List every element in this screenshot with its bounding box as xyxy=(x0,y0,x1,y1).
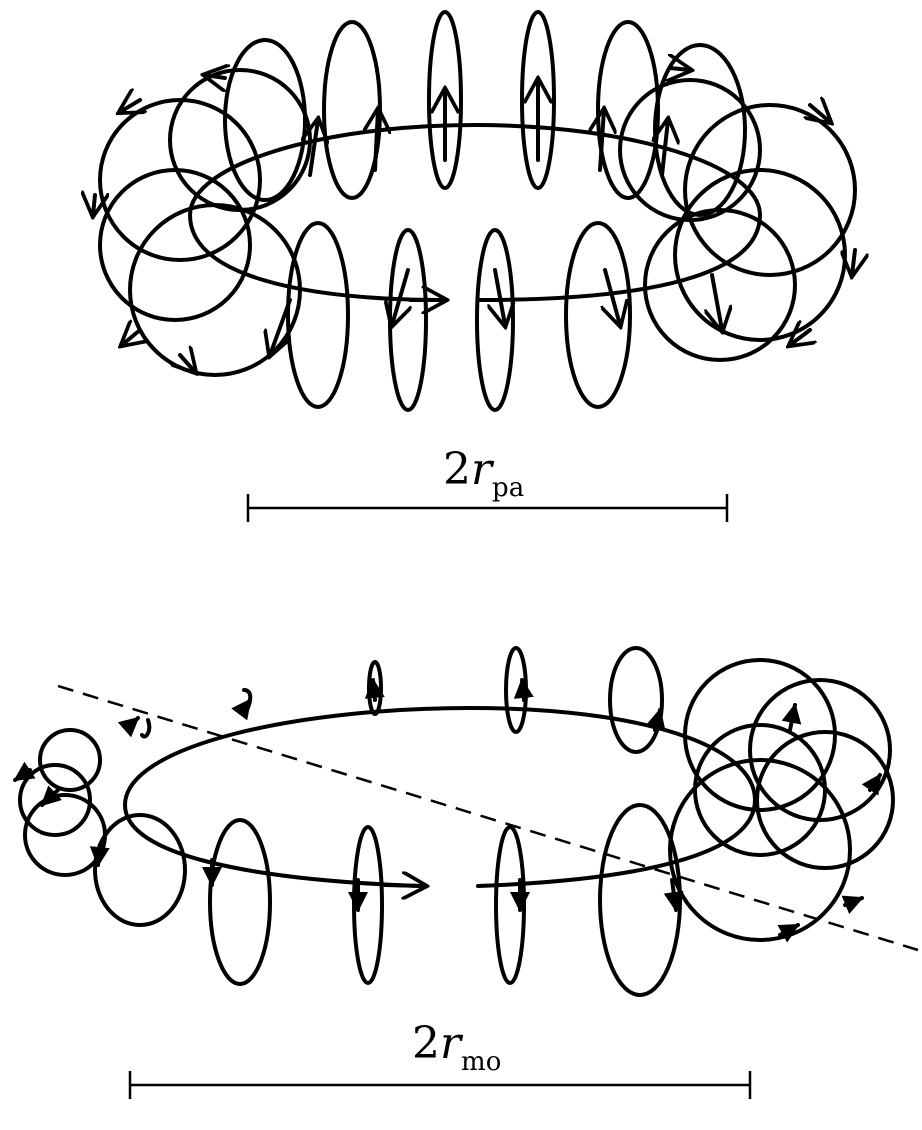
bottom-label-sub: mo xyxy=(461,1047,501,1077)
top-scale-label: 2rpa xyxy=(443,444,524,503)
top-arrow-down-5 xyxy=(712,273,722,330)
bottom-label-var: r xyxy=(440,1018,464,1069)
bottom-left-loop-3 xyxy=(23,793,107,877)
bottom-left-loop-2 xyxy=(18,763,92,837)
bottom-scale-label: 2rmo xyxy=(412,1018,501,1077)
top-arrow-left-3 xyxy=(122,330,140,345)
top-arrow-up-5 xyxy=(310,120,318,177)
top-arrow-up-3 xyxy=(375,110,378,172)
bottom-arrow-14 xyxy=(777,923,800,943)
bottom-arrow-16 xyxy=(231,698,252,721)
top-right-loop-4 xyxy=(618,78,762,222)
bottom-left-loop-1 xyxy=(38,728,102,792)
top-left-loop-1 xyxy=(98,98,262,262)
top-arrow-left-4 xyxy=(120,100,140,112)
bottom-right-loop-3 xyxy=(755,730,895,870)
bottom-arrow-10 xyxy=(89,843,110,867)
bottom-ring-arrow-left xyxy=(383,885,425,886)
top-arrow-right-1 xyxy=(670,68,690,70)
bottom-loop-small-3 xyxy=(608,646,664,754)
bottom-right-loop-5 xyxy=(693,723,827,857)
bottom-scale-bar xyxy=(128,1071,752,1099)
top-loop-5 xyxy=(322,20,382,200)
bottom-arrow-15 xyxy=(117,716,140,738)
top-loop-3 xyxy=(286,221,350,409)
bottom-arrow-13 xyxy=(841,895,864,915)
top-arrow-down-4 xyxy=(605,268,620,325)
top-right-loop-3 xyxy=(643,208,797,362)
top-arrow-left-1 xyxy=(205,75,225,78)
bottom-arrow-9 xyxy=(40,785,62,807)
bottom-arrow-8 xyxy=(13,761,36,782)
top-left-loop-3 xyxy=(128,203,302,377)
top-loop-7 xyxy=(520,10,556,190)
top-label-var: r xyxy=(471,444,495,495)
top-arrow-down-1 xyxy=(392,268,408,325)
top-left-loop-4 xyxy=(168,68,312,212)
bottom-dashed-axis xyxy=(57,684,919,952)
bottom-loop-front-5 xyxy=(93,813,187,927)
top-arrow-up-6 xyxy=(662,120,668,177)
top-arrow-right-2 xyxy=(852,248,855,275)
top-arrow-down-3 xyxy=(270,298,292,355)
bottom-right-loop-2 xyxy=(748,678,892,822)
top-ring-back xyxy=(187,122,763,302)
top-label-num: 2 xyxy=(443,444,471,495)
bottom-right-loop-4 xyxy=(668,758,852,942)
top-scale-bar xyxy=(246,494,729,522)
top-arrow-left-5 xyxy=(180,355,195,372)
top-right-loop-1 xyxy=(683,103,857,277)
top-arrow-right-3 xyxy=(790,330,810,345)
top-loop-8 xyxy=(596,20,660,200)
bottom-arrow-12 xyxy=(861,773,882,796)
top-arrow-right-4 xyxy=(810,105,830,122)
bottom-arrow-3 xyxy=(645,708,666,732)
bottom-loop-front-4 xyxy=(598,803,682,997)
bottom-arrow-11 xyxy=(781,703,802,732)
top-loop-6 xyxy=(427,10,463,190)
bottom-torus-diagram xyxy=(13,646,895,997)
top-right-loop-2 xyxy=(673,168,847,342)
top-loop-4 xyxy=(564,221,632,409)
top-arrow-up-4 xyxy=(600,110,604,172)
bottom-arrow-7 xyxy=(663,878,684,912)
top-loop-9 xyxy=(223,38,307,202)
top-arrow-down-2 xyxy=(495,268,505,325)
bottom-right-loop-1 xyxy=(683,658,837,812)
top-arrow-left-2 xyxy=(93,195,95,215)
bottom-arrow-1 xyxy=(364,678,385,702)
bottom-label-num: 2 xyxy=(412,1018,440,1069)
bottom-arrow-2 xyxy=(513,678,534,702)
top-torus-diagram xyxy=(93,10,857,412)
bottom-ring xyxy=(122,705,758,888)
top-loop-2 xyxy=(475,228,515,412)
top-label-sub: pa xyxy=(492,473,524,503)
bottom-loop-front-1 xyxy=(208,818,272,986)
bottom-loop-tiny-2 xyxy=(140,718,152,739)
